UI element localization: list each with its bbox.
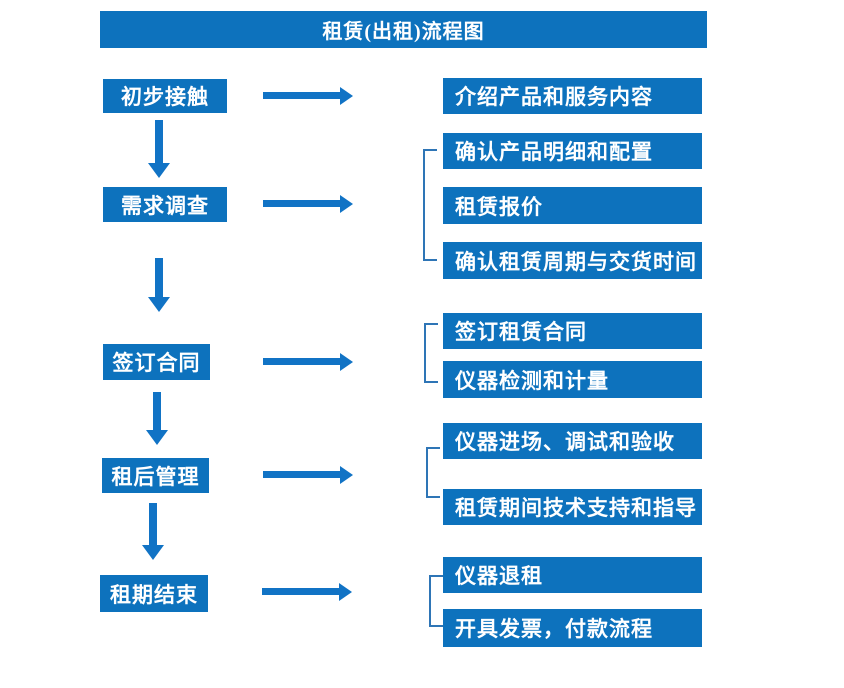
flowchart-title: 租赁(出租)流程图 (100, 11, 707, 48)
detail-instrument-return: 仪器退租 (443, 557, 702, 593)
arrow-down-icon (142, 503, 164, 560)
group-bracket (423, 149, 437, 261)
detail-confirm-product-config: 确认产品明细和配置 (443, 133, 702, 169)
step-sign-contract: 签订合同 (103, 344, 210, 380)
arrow-down-icon (148, 120, 170, 178)
detail-introduce-products: 介绍产品和服务内容 (443, 78, 702, 114)
group-bracket (429, 575, 443, 627)
detail-instrument-testing: 仪器检测和计量 (443, 361, 702, 398)
arrow-right-icon (263, 195, 353, 213)
group-bracket (424, 323, 438, 383)
detail-invoice-payment: 开具发票，付款流程 (443, 609, 702, 647)
group-bracket (426, 447, 440, 498)
arrow-down-icon (148, 258, 170, 312)
arrow-right-icon (263, 466, 353, 484)
arrow-right-icon (262, 583, 352, 601)
arrow-right-icon (263, 87, 353, 105)
step-post-rental-management: 租后管理 (102, 458, 209, 493)
detail-sign-rental-contract: 签订租赁合同 (443, 313, 702, 349)
detail-instrument-setup: 仪器进场、调试和验收 (443, 423, 702, 459)
detail-confirm-rental-period: 确认租赁周期与交货时间 (443, 242, 702, 279)
arrow-right-icon (263, 353, 353, 371)
step-initial-contact: 初步接触 (103, 79, 227, 113)
step-demand-survey: 需求调查 (103, 187, 227, 222)
detail-technical-support: 租赁期间技术支持和指导 (443, 489, 702, 525)
detail-rental-quotation: 租赁报价 (443, 187, 702, 224)
step-rental-end: 租期结束 (100, 575, 208, 612)
arrow-down-icon (146, 392, 168, 445)
